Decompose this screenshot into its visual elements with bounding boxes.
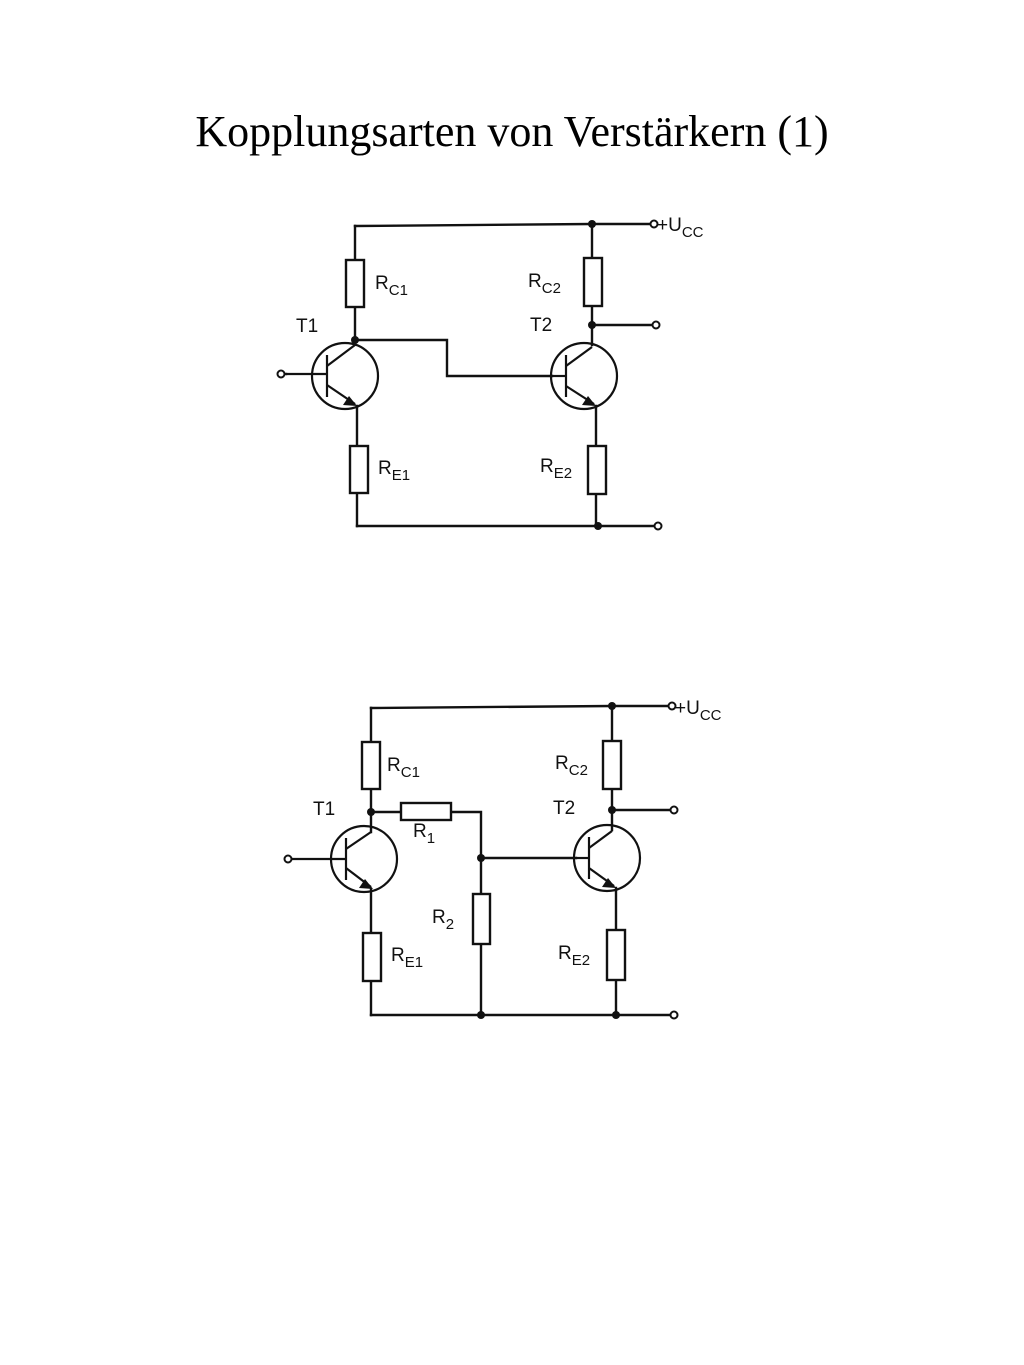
re1-label: RE1 — [391, 945, 423, 971]
supply-rail — [369, 704, 670, 710]
re2-resistor — [605, 928, 627, 982]
transistor-t2 — [572, 823, 642, 893]
ground-node-re2 — [612, 1011, 620, 1019]
re1-resistor — [348, 444, 370, 495]
transistor-t1 — [292, 824, 399, 894]
input-terminal — [283, 854, 293, 864]
t1-label: T1 — [313, 799, 335, 820]
circuit-direct-coupling: +UCC RC1 RC2 RE1 RE2 T1 T2 — [276, 215, 704, 531]
ground-terminal — [653, 521, 663, 531]
re1-resistor — [361, 931, 383, 983]
rc1-resistor — [360, 740, 382, 791]
ground-node — [594, 522, 602, 530]
transistor-t2 — [549, 341, 619, 411]
circuit-divider-coupling: +UCC RC1 RC2 R1 R2 RE1 RE2 T1 T2 — [283, 698, 722, 1020]
transistor-t1 — [286, 340, 380, 411]
rc2-resistor — [582, 256, 604, 308]
output-terminal — [669, 805, 679, 815]
rc2-label: RC2 — [528, 271, 561, 297]
rc2-resistor — [601, 739, 623, 791]
rc1-label: RC1 — [387, 755, 420, 781]
page-title: Kopplungsarten von Verstärkern (1) — [195, 107, 829, 156]
re2-label: RE2 — [558, 943, 590, 969]
supply-terminal — [667, 701, 677, 711]
output-terminal — [651, 320, 661, 330]
supply-terminal — [649, 219, 659, 229]
t2-label: T2 — [530, 315, 552, 336]
r1-label: R1 — [413, 821, 435, 847]
supply-rail — [353, 222, 652, 228]
t2-label: T2 — [553, 798, 575, 819]
ground-node-r2 — [477, 1011, 485, 1019]
r2-resistor — [471, 892, 492, 946]
input-terminal — [276, 369, 286, 379]
r1-resistor — [399, 801, 453, 822]
r1-wire — [369, 810, 483, 860]
re1-label: RE1 — [378, 458, 410, 484]
rc1-resistor — [344, 258, 366, 309]
rc1-label: RC1 — [375, 273, 408, 299]
re2-label: RE2 — [540, 456, 572, 482]
rc2-label: RC2 — [555, 753, 588, 779]
r2-label: R2 — [432, 907, 454, 933]
supply-label: +UCC — [675, 698, 722, 724]
re2-resistor — [586, 444, 608, 496]
supply-label: +UCC — [657, 215, 704, 241]
t1-label: T1 — [296, 316, 318, 337]
ground-terminal — [669, 1010, 679, 1020]
coupling-wire — [353, 338, 554, 378]
